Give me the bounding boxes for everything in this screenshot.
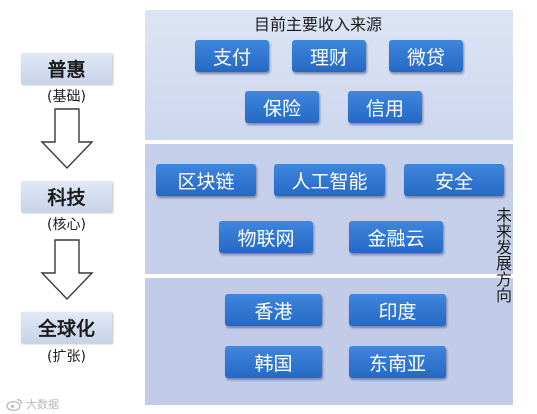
panel-title: 目前主要收入来源 [254,15,383,34]
pill-label: 香港 [254,300,293,323]
pill-label: 东南亚 [368,352,426,375]
stage-label: 科技 [47,187,86,209]
watermark: 大数据 [6,396,59,412]
stage-box-inclusive: 普惠 [21,53,112,84]
stage-subtitle: (核心) [21,214,112,234]
stage-box-technology: 科技 [21,181,112,212]
pill-hong-kong: 香港 [225,294,322,326]
pill-artificial-intelligence: 人工智能 [274,164,385,196]
stage-subtitle-text: (扩张) [47,349,86,365]
pill-india: 印度 [349,294,446,326]
pill-microloan: 微贷 [389,40,463,72]
watermark-text: 大数据 [26,398,59,411]
pill-label: 人工智能 [291,170,368,193]
panel-globalization [145,278,513,405]
panel-revenue-sources [145,10,513,140]
pill-payment: 支付 [195,40,269,72]
pill-label: 安全 [434,170,473,193]
pill-label: 信用 [365,97,404,120]
stage-box-globalization: 全球化 [21,312,112,343]
pill-korea: 韩国 [225,346,322,378]
stage-label: 全球化 [37,318,95,340]
stage-subtitle: (基础) [21,86,112,106]
stage-label: 普惠 [47,59,86,81]
down-arrow-icon [40,239,94,301]
panel-divider [145,140,513,144]
pill-credit: 信用 [348,91,422,123]
stage-subtitle-text: (核心) [47,217,86,233]
down-arrow-icon [40,108,94,170]
panel-divider [145,274,513,278]
stage-subtitle-text: (基础) [47,89,86,105]
pill-label: 金融云 [367,227,425,250]
pill-wealth-management: 理财 [292,40,366,72]
future-direction-label: 未来发展方向 [493,207,512,303]
stage-subtitle: (扩张) [21,346,112,366]
pill-label: 理财 [309,46,348,69]
pill-security: 安全 [404,164,504,196]
weibo-logo-icon [6,398,23,411]
pill-label: 区块链 [177,170,235,193]
pill-label: 支付 [212,46,251,69]
pill-label: 物联网 [237,227,295,250]
pill-insurance: 保险 [245,91,319,123]
pill-label: 印度 [378,300,417,323]
pill-label: 韩国 [254,352,293,375]
pill-finance-cloud: 金融云 [349,221,443,253]
pill-label: 保险 [262,97,301,120]
pill-southeast-asia: 东南亚 [349,346,446,378]
pill-iot: 物联网 [219,221,313,253]
pill-label: 微贷 [406,46,445,69]
pill-blockchain: 区块链 [156,164,256,196]
